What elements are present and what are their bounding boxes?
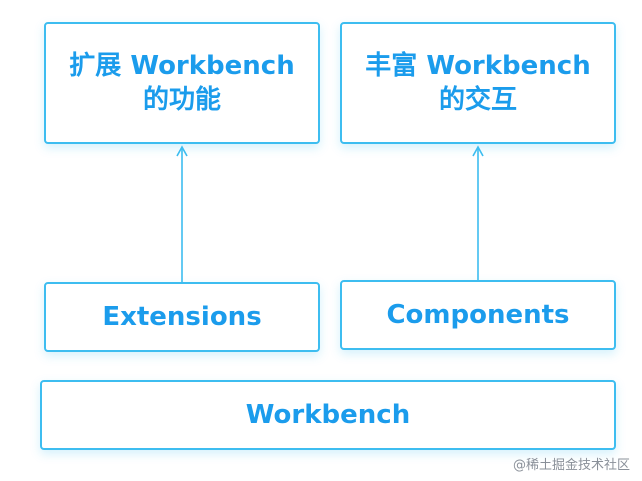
- enrich-workbench-box: 丰富 Workbench 的交互: [340, 22, 616, 144]
- workbench-label: Workbench: [245, 400, 411, 430]
- arrowhead-enrich: [472, 145, 484, 157]
- workbench-box: Workbench: [40, 380, 616, 450]
- extend-workbench-text: 扩展 Workbench 的功能: [69, 49, 294, 117]
- extensions-box: Extensions: [44, 282, 320, 352]
- enrich-workbench-line2: 的交互: [438, 85, 517, 115]
- extend-workbench-line1: 扩展 Workbench: [69, 51, 295, 81]
- components-label: Components: [386, 300, 570, 330]
- extend-workbench-box: 扩展 Workbench 的功能: [44, 22, 320, 144]
- watermark: @稀土掘金技术社区: [512, 458, 630, 473]
- extensions-label: Extensions: [102, 302, 262, 332]
- enrich-workbench-line1: 丰富 Workbench: [365, 51, 591, 81]
- enrich-workbench-text: 丰富 Workbench 的交互: [365, 49, 590, 117]
- arrowhead-extend: [176, 145, 188, 157]
- components-box: Components: [340, 280, 616, 350]
- extend-workbench-line2: 的功能: [142, 85, 221, 115]
